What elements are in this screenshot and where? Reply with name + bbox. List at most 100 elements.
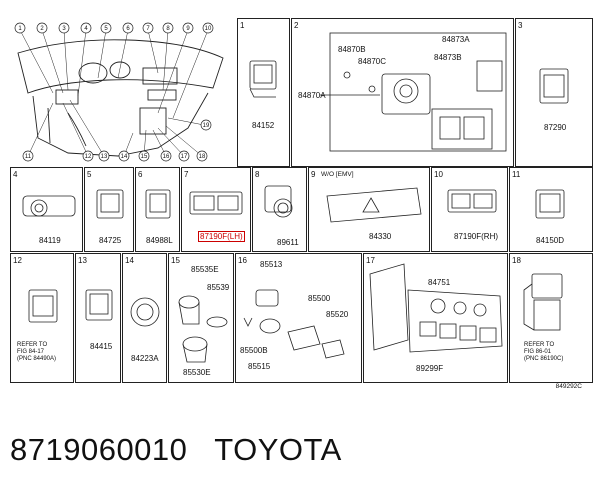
cell-number: 4 bbox=[13, 170, 18, 179]
parts-diagram: 1 2 3 4 5 6 7 8 9 10 1 9 11 12 13 14 15 1… bbox=[10, 18, 593, 390]
switch-icon bbox=[523, 273, 563, 331]
switch-icon bbox=[85, 289, 113, 321]
refer-note: REFER TO FIG 86-01 (PNC 86190C) bbox=[524, 342, 564, 362]
switch-icon bbox=[28, 289, 58, 323]
callout: 1 bbox=[18, 26, 22, 32]
cell-number: 15 bbox=[171, 256, 180, 265]
cell-number: 5 bbox=[87, 170, 92, 179]
switch-icon bbox=[96, 189, 124, 219]
cell-condition: W/O [EMV] bbox=[321, 171, 354, 178]
part-number: 85500 bbox=[308, 294, 331, 303]
part-number: 85530E bbox=[183, 368, 211, 377]
cell-number: 8 bbox=[255, 170, 260, 179]
part-number: 84725 bbox=[99, 236, 122, 245]
switch-icon bbox=[249, 60, 277, 98]
seat-heater-switch-icon bbox=[189, 191, 243, 215]
part-number: 84873B bbox=[434, 53, 462, 62]
cell-5[interactable]: 5 84725 bbox=[84, 167, 134, 252]
callout: 11 bbox=[25, 154, 32, 160]
cell-number: 16 bbox=[238, 256, 247, 265]
cell-2[interactable]: 2 84870B 84870C 84870A 84873A 84873B bbox=[291, 18, 514, 167]
callout: 9 bbox=[186, 26, 190, 32]
cell-number: 2 bbox=[294, 21, 299, 30]
diagram-code: 849292C bbox=[555, 383, 582, 390]
push-start-switch-icon bbox=[264, 185, 293, 218]
cell-number: 11 bbox=[512, 170, 521, 179]
switch-icon bbox=[539, 68, 569, 104]
cell-13[interactable]: 13 84415 bbox=[75, 253, 121, 383]
cell-number: 17 bbox=[366, 256, 375, 265]
cell-7[interactable]: 7 87190F(LH) bbox=[181, 167, 251, 252]
cell-number: 1 bbox=[240, 21, 245, 30]
cell-8[interactable]: 8 89611 bbox=[252, 167, 307, 252]
part-number-caption: 8719060010 bbox=[10, 432, 188, 467]
cell-number: 12 bbox=[13, 256, 22, 265]
cell-number: 13 bbox=[78, 256, 87, 265]
switch-icon bbox=[145, 189, 171, 219]
cell-number: 14 bbox=[125, 256, 134, 265]
part-number: 84152 bbox=[252, 121, 275, 130]
brand-caption: TOYOTA bbox=[214, 432, 342, 467]
cell-1[interactable]: 1 84152 bbox=[237, 18, 290, 167]
part-number: 84870C bbox=[358, 57, 387, 66]
part-number: 84330 bbox=[369, 232, 392, 241]
cell-4[interactable]: 4 84119 bbox=[10, 167, 83, 252]
cell-number: 3 bbox=[518, 21, 523, 30]
cigarette-lighter-icon bbox=[243, 289, 345, 359]
callout: 10 bbox=[205, 26, 212, 32]
socket-icon bbox=[178, 295, 228, 363]
callout: 5 bbox=[104, 26, 108, 32]
callout: 16 bbox=[163, 154, 170, 160]
cell-10[interactable]: 10 87190F(RH) bbox=[431, 167, 508, 252]
part-number: 84415 bbox=[90, 342, 113, 351]
callout: 7 bbox=[146, 26, 150, 32]
seat-heater-switch-icon bbox=[447, 189, 497, 213]
dashboard-drawing: 1 2 3 4 5 6 7 8 9 10 19 11 12 13 14 15 1… bbox=[14, 22, 224, 162]
refer-note: REFER TO FIG 84-17 (PNC 84490A) bbox=[17, 342, 57, 362]
knob-icon bbox=[130, 297, 160, 327]
cell-number: 7 bbox=[184, 170, 189, 179]
callout: 8 bbox=[166, 26, 170, 32]
cell-16[interactable]: 16 85513 85500 85520 85500B 85515 bbox=[235, 253, 362, 383]
cell-number: 6 bbox=[138, 170, 143, 179]
cell-number: 10 bbox=[434, 170, 443, 179]
callout: 6 bbox=[126, 26, 130, 32]
part-number: 84150D bbox=[536, 236, 565, 245]
cell-17[interactable]: 17 84751 89299F bbox=[363, 253, 508, 383]
part-number: 85500B bbox=[240, 346, 268, 355]
footer-caption: 8719060010 TOYOTA bbox=[10, 432, 342, 468]
cell-15[interactable]: 15 85535E 85539 85530E bbox=[168, 253, 234, 383]
hazard-switch-icon bbox=[326, 187, 422, 223]
part-number: 84873A bbox=[442, 35, 470, 44]
part-number: 85535E bbox=[191, 265, 219, 274]
callout: 17 bbox=[181, 154, 188, 160]
part-number: 87190F(RH) bbox=[454, 232, 499, 241]
callout: 4 bbox=[84, 26, 88, 32]
cell-14[interactable]: 14 84223A bbox=[122, 253, 167, 383]
callout: 14 bbox=[121, 154, 128, 160]
part-number: 84870A bbox=[298, 91, 326, 100]
switch-assembly-icon bbox=[320, 32, 507, 152]
part-number: 85539 bbox=[207, 283, 230, 292]
switch-panel-icon bbox=[369, 263, 503, 353]
cell-number: 9 bbox=[311, 170, 316, 179]
part-number: 84119 bbox=[39, 236, 61, 245]
cell-18[interactable]: 18 REFER TO FIG 86-01 (PNC 86190C) bbox=[509, 253, 593, 383]
cell-12[interactable]: 12 REFER TO FIG 84-17 (PNC 84490A) bbox=[10, 253, 74, 383]
part-number-highlighted[interactable]: 87190F(LH) bbox=[198, 231, 245, 242]
cell-9[interactable]: 9 W/O [EMV] 84330 bbox=[308, 167, 430, 252]
callout: 12 bbox=[85, 154, 92, 160]
callout: 13 bbox=[101, 154, 108, 160]
part-number: 89299F bbox=[416, 364, 444, 373]
cell-3[interactable]: 3 87290 bbox=[515, 18, 593, 167]
callout: 15 bbox=[141, 154, 148, 160]
part-number: 85513 bbox=[260, 260, 283, 269]
cell-number: 18 bbox=[512, 256, 521, 265]
callout: 3 bbox=[62, 26, 66, 32]
part-number: 84223A bbox=[131, 354, 159, 363]
headlamp-switch-icon bbox=[22, 195, 76, 217]
callout: 18 bbox=[199, 154, 206, 160]
cell-11[interactable]: 11 84150D bbox=[509, 167, 593, 252]
cell-6[interactable]: 6 84988L bbox=[135, 167, 180, 252]
part-number: 85520 bbox=[326, 310, 349, 319]
